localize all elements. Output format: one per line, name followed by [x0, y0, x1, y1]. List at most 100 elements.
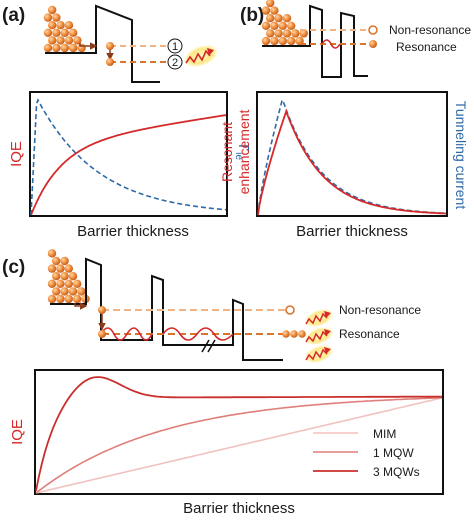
plot-b-xlabel: Barrier thickness: [296, 223, 408, 240]
plot-b-ylabel-left-1: Resonant: [219, 122, 235, 182]
electron: [266, 29, 275, 38]
plot-a-ylabel-left: IQE: [8, 141, 25, 167]
electron: [261, 21, 271, 30]
electron: [60, 272, 69, 281]
photons-c: [304, 308, 334, 364]
electron: [274, 29, 283, 38]
electron: [73, 294, 82, 304]
state-bottom-b: Resonance: [396, 40, 457, 54]
electron-a-1: [106, 42, 114, 50]
electron: [52, 43, 61, 53]
electron: [47, 294, 57, 304]
electron: [48, 36, 57, 45]
marker-1-text: 1: [172, 41, 178, 53]
electron-a-2: [106, 58, 114, 66]
electron: [64, 21, 74, 30]
panel-c: (c): [2, 249, 444, 517]
electron: [47, 279, 57, 288]
electron: [52, 287, 61, 296]
tunneling-arrow-a: [79, 42, 98, 50]
electron: [69, 43, 78, 53]
electron: [68, 272, 78, 281]
panel-c-label: (c): [2, 257, 25, 278]
electron: [278, 21, 287, 30]
electron-c-6: [298, 330, 306, 338]
electron: [56, 294, 65, 304]
electron: [69, 28, 78, 37]
state-top-b: Non-resonance: [389, 23, 471, 37]
electron: [47, 264, 57, 273]
electron: [56, 36, 65, 45]
panel-c-band-diagram: Non-resonance Resonance: [47, 249, 421, 364]
legend-c: MIM 1 MQW 3 MQWs: [313, 427, 420, 479]
electron: [261, 6, 271, 15]
panel-a-band-diagram: 1 2: [43, 4, 219, 83]
curve-c-1mqw: [35, 397, 443, 494]
electron-pile-c: [47, 249, 90, 304]
electron: [270, 6, 279, 15]
electron: [270, 36, 279, 46]
legend-label-1mqw: 1 MQW: [373, 446, 414, 460]
electron: [287, 21, 296, 30]
electron: [64, 294, 74, 304]
electron: [56, 279, 65, 288]
electron-pile-b: [261, 0, 308, 46]
electron: [261, 36, 271, 46]
electron: [282, 29, 292, 38]
electron: [68, 287, 78, 296]
electron: [291, 29, 300, 38]
electron: [77, 287, 86, 296]
electron: [73, 36, 82, 45]
electron: [274, 14, 283, 23]
photon-a: [183, 44, 219, 68]
curve-b-resonant-enhancement: [257, 108, 446, 216]
curve-c-mim: [35, 397, 443, 494]
electron: [52, 28, 61, 37]
panel-a-plot: IQE Γie Barrier thickness: [8, 91, 252, 240]
resonance-wave-b: [321, 39, 341, 49]
electron: [77, 43, 86, 53]
electron: [64, 264, 74, 273]
electron: [52, 13, 61, 22]
break-mark-2: [207, 339, 216, 353]
plot-b-ylabel-right: Tunneling current: [453, 101, 469, 210]
curve-a-iqe: [30, 114, 227, 216]
electron-c-2: [98, 330, 106, 338]
electron: [282, 14, 292, 23]
legend-label-3mqw: 3 MQWs: [373, 465, 420, 479]
electron: [43, 43, 53, 53]
plot-a-xlabel: Barrier thickness: [77, 223, 189, 240]
plot-c-frame: [34, 369, 444, 495]
plot-c-ylabel: IQE: [9, 419, 26, 445]
electron: [287, 36, 296, 46]
electron: [278, 36, 287, 46]
panel-a-label: (a): [2, 5, 25, 26]
electron: [48, 21, 57, 30]
electron: [43, 28, 53, 37]
electron: [43, 13, 53, 22]
electron-c-3: [285, 305, 295, 315]
energy-band-b: [262, 4, 368, 78]
electron: [73, 279, 82, 288]
electron: [64, 36, 74, 45]
break-mark-1: [201, 339, 210, 353]
electron-c-5: [290, 330, 298, 338]
energy-band-a: [45, 4, 160, 83]
electron: [56, 264, 65, 273]
marker-2-text: 2: [172, 57, 178, 69]
electron: [48, 5, 57, 15]
panel-a: (a) 1 2 IQE Γie Barri: [2, 4, 252, 240]
electron: [270, 21, 279, 30]
plot-b-ylabel-left-2: enhancement: [236, 109, 252, 194]
electron-c-4: [282, 330, 290, 338]
electron-b-1: [368, 25, 378, 35]
electron: [47, 249, 57, 258]
panel-c-plot: MIM 1 MQW 3 MQWs IQE Barrier thickness: [9, 369, 444, 517]
electron: [60, 256, 69, 266]
energy-band-c: [50, 257, 283, 361]
resonance-wave-c-1: [100, 327, 153, 341]
electron: [52, 256, 61, 266]
plot-a-frame: [29, 91, 228, 217]
curve-a-gamma: [30, 98, 227, 216]
state-top-c: Non-resonance: [339, 303, 421, 317]
